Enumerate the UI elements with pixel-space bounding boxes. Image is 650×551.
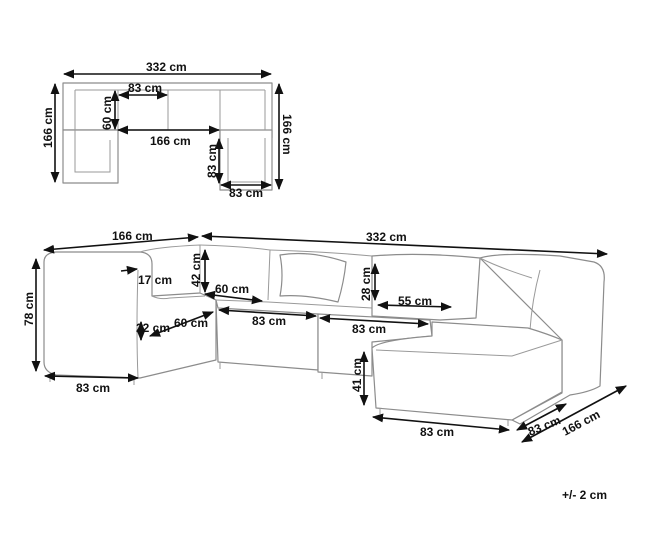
dim-armrest-label: 17 cm — [138, 273, 172, 287]
top-dim-depth-right-label: 166 cm — [280, 114, 294, 155]
dim-module-2-label: 83 cm — [352, 322, 386, 336]
top-dim-inner-span-label: 166 cm — [150, 134, 191, 148]
dim-chaise-total-line — [521, 385, 627, 443]
dim-total-width-line — [200, 231, 609, 259]
dim-chaise-front-line — [371, 413, 511, 434]
top-dim-chaise-width-label: 83 cm — [205, 144, 219, 178]
chaise-seat-edge — [375, 339, 563, 357]
top-dim-seat-depth-label: 60 cm — [100, 96, 114, 130]
dim-seat-depth-a-label: 60 cm — [215, 282, 249, 296]
tolerance-note: +/- 2 cm — [562, 488, 607, 502]
dim-height-label: 78 cm — [22, 292, 36, 326]
dim-left-depth-label: 166 cm — [112, 229, 153, 243]
front-view: 166 cm 332 cm 78 cm 17 cm 42 cm 60 cm 22… — [22, 229, 627, 443]
dim-back-height-label: 42 cm — [189, 253, 203, 287]
top-dim-width-label: 332 cm — [146, 60, 187, 74]
right-arm-inner — [479, 257, 541, 331]
chaise-module — [371, 321, 563, 421]
right-back-module — [371, 253, 481, 321]
top-view-left-chaise — [62, 129, 119, 184]
cushion-left — [279, 252, 347, 303]
dim-module-2-line — [318, 314, 430, 328]
top-dim-depth-left-label: 166 cm — [41, 107, 55, 148]
dim-chaise-total-label: 166 cm — [560, 407, 603, 438]
dim-base-left-line — [43, 371, 140, 383]
dim-seat-depth-b-label: 60 cm — [174, 316, 208, 330]
dim-left-depth-line — [42, 233, 200, 254]
dim-armrest-line — [120, 265, 139, 275]
dim-cushion-height-label: 28 cm — [359, 267, 373, 301]
dim-total-width-label: 332 cm — [366, 230, 407, 244]
dim-cushion-width-line — [376, 300, 453, 312]
dim-seat-height-label: 41 cm — [350, 358, 364, 392]
dim-gap-label: 22 cm — [136, 321, 170, 335]
dim-seat-depth-b-line — [148, 311, 215, 337]
top-dim-seat-width-label: 83 cm — [128, 81, 162, 95]
dim-base-left-label: 83 cm — [76, 381, 110, 395]
dim-chaise-front-label: 83 cm — [420, 425, 454, 439]
dim-module-1-label: 83 cm — [252, 314, 286, 328]
top-view: 332 cm 166 cm 166 cm 83 cm 60 cm 166 cm … — [41, 60, 294, 200]
dim-module-1-line — [217, 306, 318, 320]
top-dim-chaise-bottom-label: 83 cm — [229, 186, 263, 200]
dim-seat-depth-a-line — [203, 290, 264, 305]
dim-cushion-width-label: 55 cm — [398, 294, 432, 308]
